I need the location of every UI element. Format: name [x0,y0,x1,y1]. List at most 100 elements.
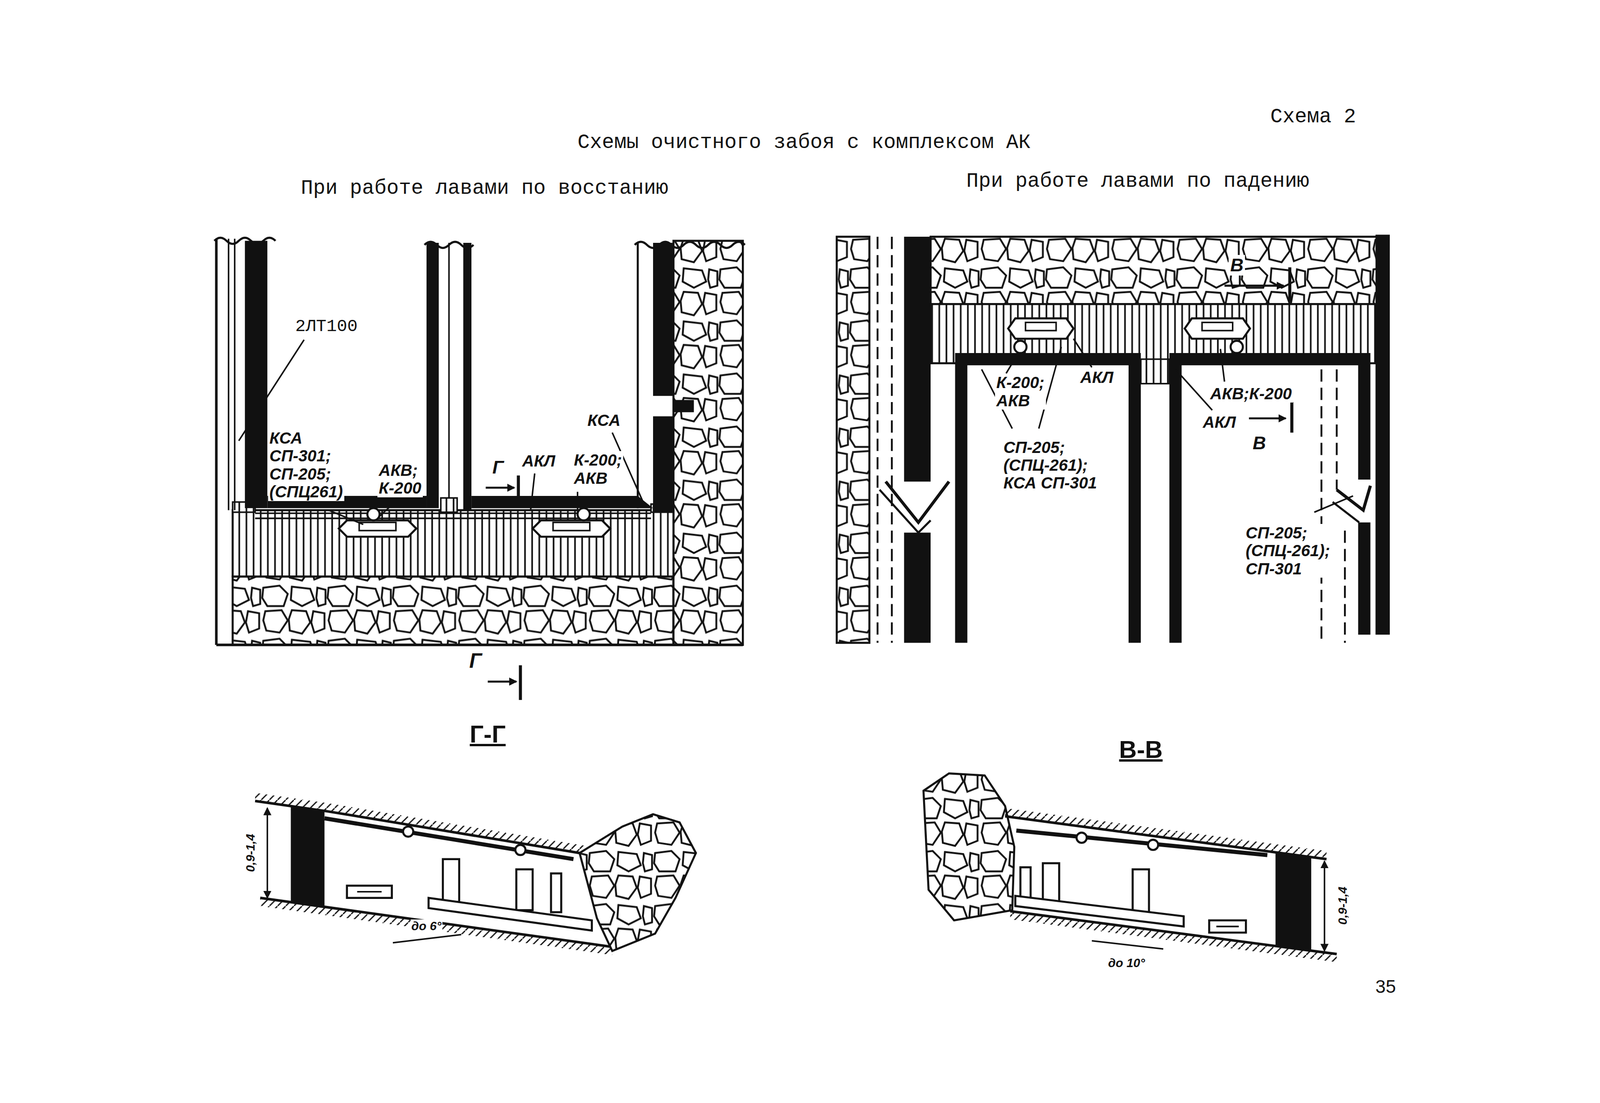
drawing-part [1201,322,1233,331]
part-label: АКЛ [1079,368,1116,387]
part-label: КСА [586,411,623,430]
page-number: 35 [1375,976,1396,997]
drawing-part [1042,863,1060,905]
drawing-part [255,512,652,514]
section-mark: Г [467,649,484,673]
title: Схемы очистного забоя с комплексом АК [577,131,1031,155]
drawing-part [1015,896,1184,927]
drawing-part [448,242,450,498]
drawing-part [579,814,697,952]
dimension: 0,9-1,4 [1336,886,1350,927]
drawing-part [1290,402,1294,434]
drawing-part [1344,530,1346,643]
drawing-part [338,520,417,537]
drawing-part [1323,861,1326,952]
drawing-part [1006,353,1019,374]
drawing-part [1275,853,1311,952]
drawing-part [216,643,743,647]
drawing-part [903,236,931,482]
drawing-part [244,241,268,509]
drawing-part [1208,920,1246,933]
drawing-part [553,522,591,531]
drawing-part [551,873,562,913]
drawing-part [1091,941,1164,950]
drawing-part [516,869,533,911]
drawing-part [232,510,674,577]
drawing-part [426,242,439,509]
section-rise [255,793,697,956]
drawing-part [1175,369,1213,411]
drawing-part [442,859,460,903]
drawing-part [1336,485,1371,511]
drawing-part [653,242,674,397]
drawing-part [328,510,363,526]
drawing-part [1224,284,1284,287]
drawing-part [1132,869,1150,913]
drawing-part [836,236,870,644]
subtitle: При работе лавами по восстанию [300,177,669,200]
drawing-part [291,806,325,909]
scheme-number: Схема 2 [1270,106,1357,129]
drawing-part [876,236,879,644]
drawing-part [1184,318,1251,340]
drawing-part [234,238,236,511]
drawing-part [227,238,230,511]
section-mark: Г [490,457,505,478]
plan-rise [214,237,746,701]
drawing-part [379,501,397,517]
drawing-part [1230,341,1243,354]
drawing-part [471,496,654,509]
part-label: АКЛ [520,452,557,470]
drawing-part [1332,502,1360,523]
drawing-part [1008,318,1074,340]
drawing-part [515,845,526,856]
drawing-part [324,818,574,860]
drawing-part [923,773,1015,921]
drawing-part [255,517,652,520]
drawing-part [653,416,674,512]
part-label: АКЛ [1201,413,1238,432]
drawing-part [440,497,458,513]
drawing-part [634,241,746,249]
part-label: АКВ; К-200 [377,461,423,498]
section-mark: В [1251,433,1267,454]
drawing-part [516,475,520,503]
drawing-part [357,891,382,893]
subtitle: При работе лавами по падению [966,170,1310,193]
plan-dip [836,234,1390,644]
part-label: АКВ;К-200 [1208,384,1294,403]
section-mark: В [1228,255,1245,276]
part-label: СП-205; (СПЦ-261); КСА СП-301 [1002,438,1113,493]
drawing-part [1358,522,1371,635]
drawing-part [577,508,590,521]
drawing-part [885,481,949,523]
drawing-part [879,490,931,534]
drawing-part [1025,322,1057,331]
dimension: до 10° [1107,956,1146,971]
drawing-part [1014,341,1027,354]
drawing-part [1375,234,1390,636]
drawing-part [214,238,218,646]
drawing-part [485,486,515,489]
drawing-part [428,898,592,932]
part-label: СП-205; (СПЦ-261); СП-301 [1244,524,1332,578]
drawing-part [238,340,305,441]
section-dip [923,773,1337,963]
drawing-part [532,520,611,537]
drawing-part [961,359,1135,643]
drawing-part [214,237,276,244]
drawing-part [1314,496,1353,513]
drawing-part [890,236,893,644]
drawing-part [1076,832,1087,844]
drawing-part [359,522,397,531]
drawing-part [1005,808,1327,860]
drawing-part [930,236,1378,307]
part-label: 2ЛТ100 [295,317,358,337]
drawing-part [392,934,462,943]
drawing-part [424,241,474,249]
drawing-part [636,242,639,509]
drawing-part [403,826,414,838]
drawing-part [1140,359,1170,384]
drawing-part [576,491,579,515]
